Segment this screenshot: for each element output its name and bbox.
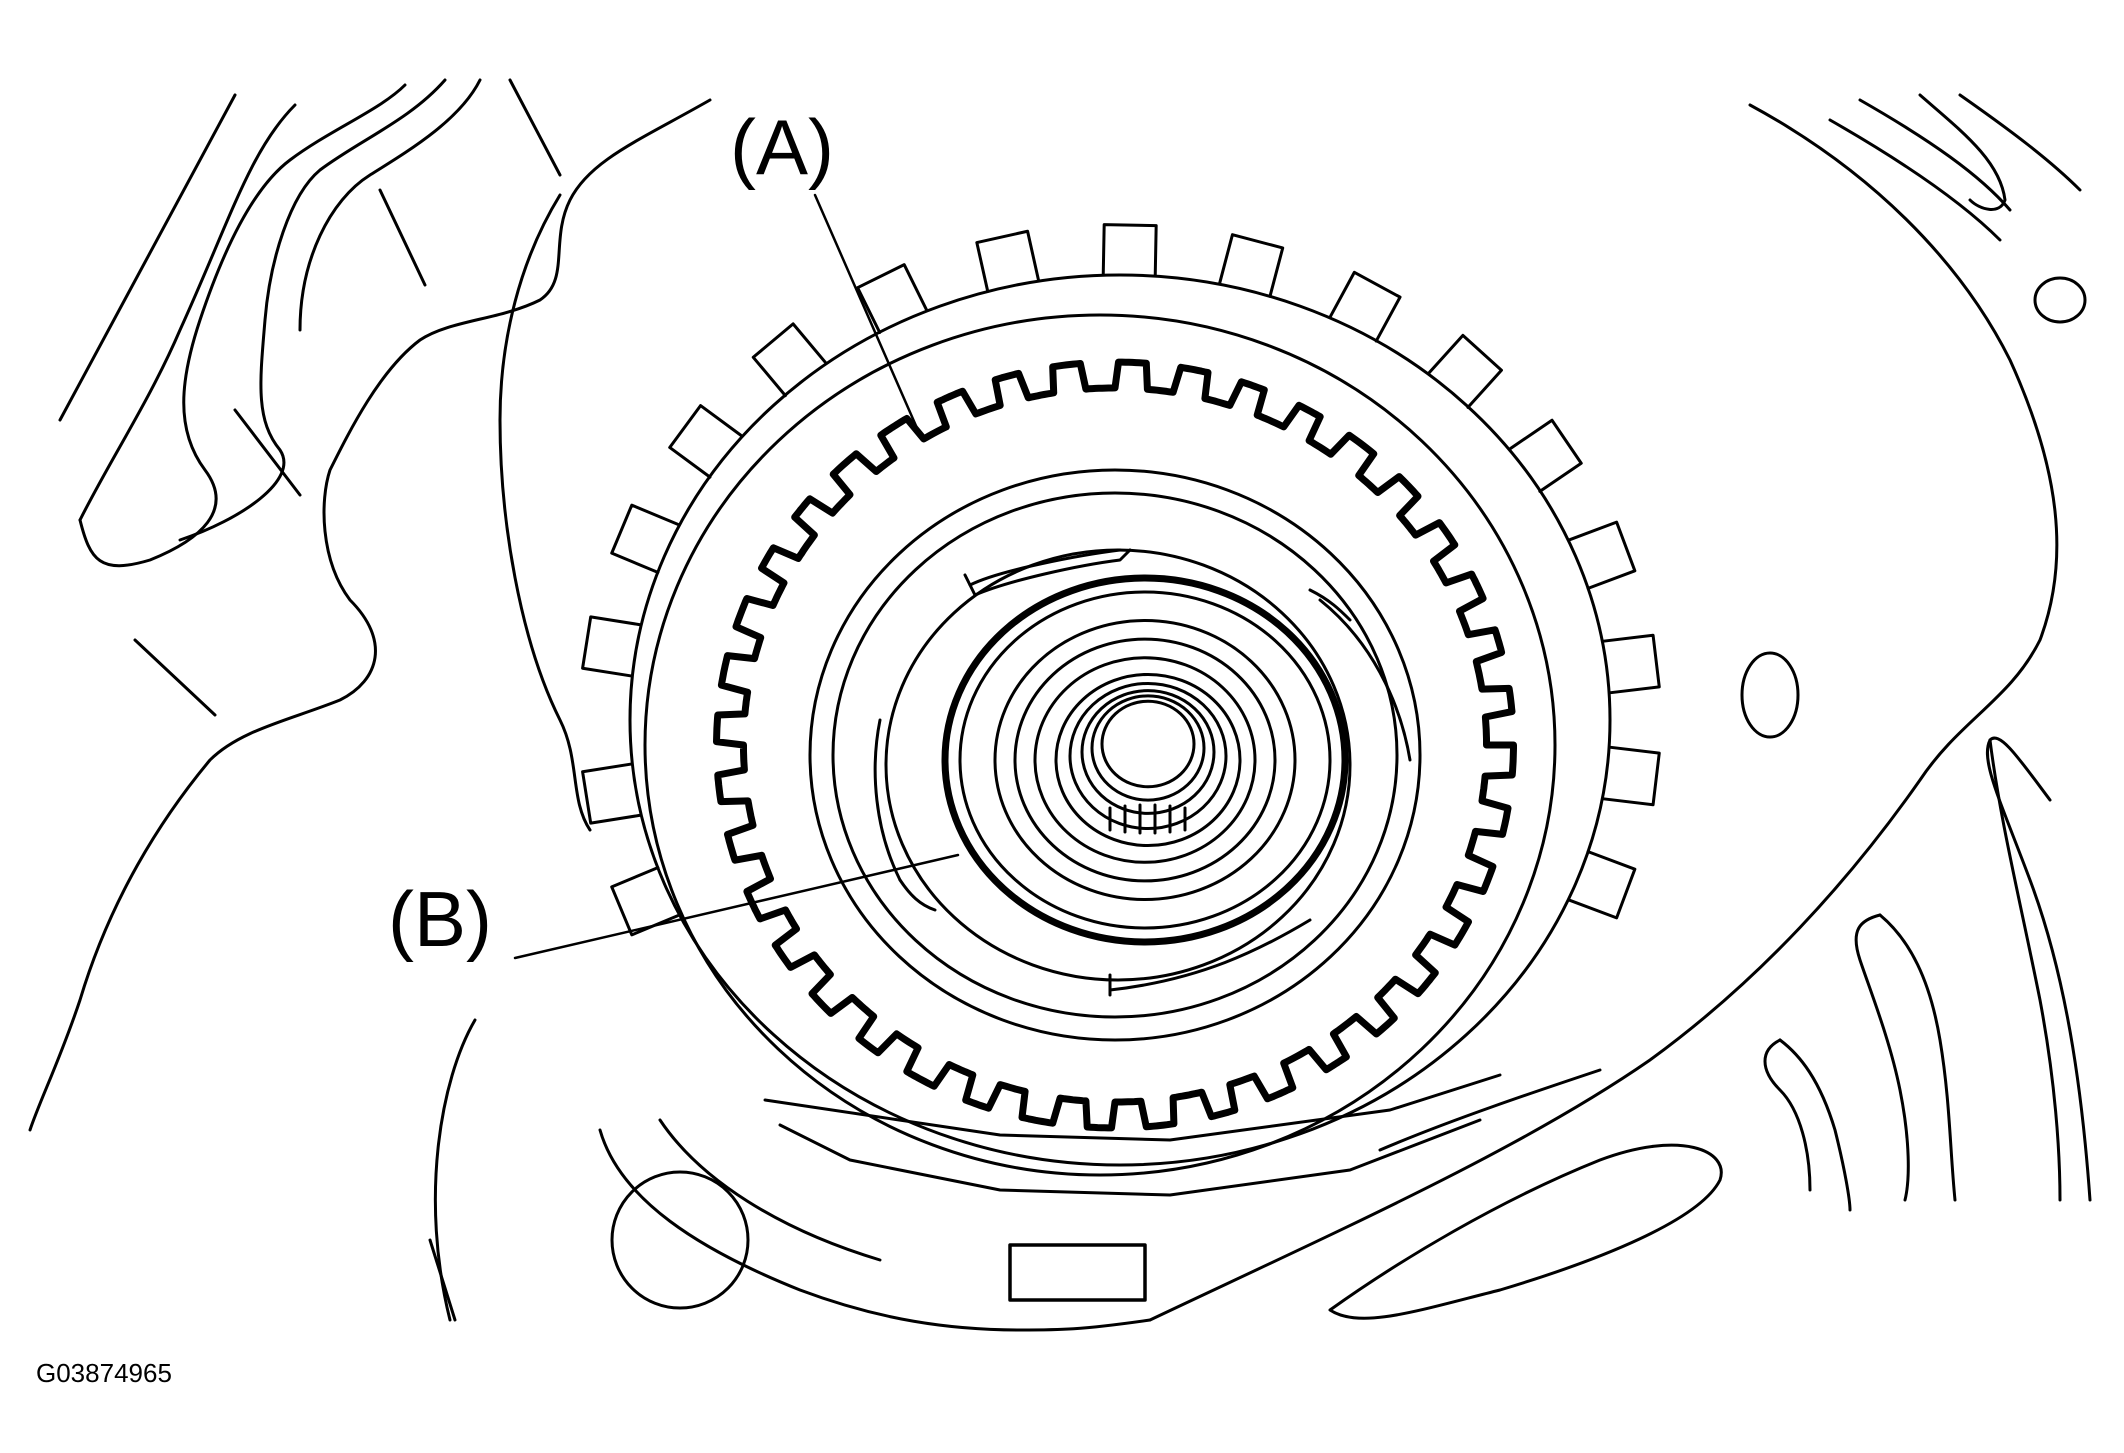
right-housing-lines — [1148, 93, 2092, 1322]
drum-tooth — [1601, 745, 1661, 807]
seal-b — [941, 574, 1349, 946]
center-ring — [993, 619, 1297, 901]
center-ring — [1013, 637, 1277, 883]
leader-line-a — [813, 193, 922, 437]
drum-tooth — [1328, 270, 1402, 343]
callout-b-label: (B) — [388, 875, 492, 963]
drum-tooth — [1601, 633, 1661, 695]
figure-id: G03874965 — [36, 1358, 172, 1388]
center-ring — [1033, 656, 1257, 864]
drum-tooth — [581, 762, 642, 825]
drum-tooth — [751, 322, 827, 398]
center-ring — [1090, 694, 1206, 802]
drum-tooth — [856, 263, 928, 335]
center-ring — [1080, 689, 1216, 815]
drum-tooth — [668, 404, 743, 479]
snap-ring-a — [713, 358, 1517, 1132]
drum-tooth — [1101, 223, 1158, 278]
center-ring — [1068, 681, 1228, 831]
callout-a-label: (A) — [730, 103, 834, 191]
outer-drum — [628, 273, 1612, 1177]
drum-tooth — [975, 229, 1040, 293]
drum-tooth — [1509, 418, 1583, 493]
center-splines — [1108, 803, 1187, 835]
drum-tooth — [1427, 333, 1503, 409]
left-housing-lines — [28, 78, 712, 1322]
center-ring — [1100, 699, 1196, 789]
drum-tooth — [1218, 233, 1285, 298]
drum-tooth — [1568, 850, 1637, 920]
drum-teeth — [581, 223, 1661, 937]
center-ring — [1054, 672, 1242, 848]
lower-housing — [598, 1118, 1152, 1332]
inner-hub — [808, 468, 1422, 1042]
drum-tooth — [610, 503, 680, 574]
drum-tooth — [581, 615, 642, 678]
drum-tooth — [1568, 520, 1637, 590]
drum-bottom-tabs — [763, 1073, 1502, 1302]
center-hub-rings — [993, 619, 1297, 901]
leader-line-b — [513, 853, 960, 960]
